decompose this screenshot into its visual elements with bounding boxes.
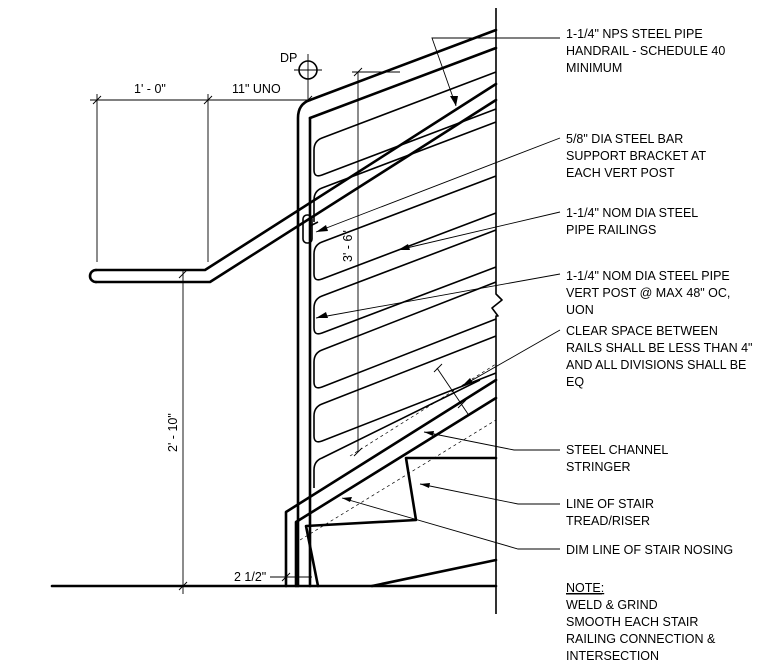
svg-text:INTERSECTION: INTERSECTION (566, 649, 659, 663)
svg-text:HANDRAIL - SCHEDULE 40: HANDRAIL - SCHEDULE 40 (566, 44, 725, 58)
svg-text:5/8" DIA STEEL BAR: 5/8" DIA STEEL BAR (566, 132, 683, 146)
svg-text:TREAD/RISER: TREAD/RISER (566, 514, 650, 528)
datum-point-symbol (294, 54, 322, 100)
svg-text:LINE OF STAIR: LINE OF STAIR (566, 497, 654, 511)
callout-handrail: 1-1/4" NPS STEEL PIPE HANDRAIL - SCHEDUL… (566, 27, 725, 75)
horizontal-dimension (90, 94, 313, 262)
svg-text:EACH VERT POST: EACH VERT POST (566, 166, 675, 180)
dim-projection: 1' - 0" (134, 82, 166, 96)
wall-break-line (491, 8, 503, 614)
intermediate-rails (313, 71, 497, 488)
svg-text:1-1/4" NOM DIA STEEL: 1-1/4" NOM DIA STEEL (566, 206, 698, 220)
dim-rail-height: 3' - 6" (341, 230, 355, 262)
svg-text:AND ALL DIVISIONS SHALL BE: AND ALL DIVISIONS SHALL BE (566, 358, 746, 372)
callout-tread-riser: LINE OF STAIR TREAD/RISER (566, 497, 654, 528)
channel-stringer (284, 378, 498, 588)
svg-text:DIM LINE OF STAIR NOSING: DIM LINE OF STAIR NOSING (566, 543, 733, 557)
svg-text:UON: UON (566, 303, 594, 317)
datum-label: DP (280, 51, 297, 65)
svg-text:VERT POST @ MAX 48" OC,: VERT POST @ MAX 48" OC, (566, 286, 730, 300)
leader-lines (315, 37, 561, 550)
svg-text:RAILING CONNECTION &: RAILING CONNECTION & (566, 632, 716, 646)
svg-text:WELD & GRIND: WELD & GRIND (566, 598, 658, 612)
clear-space-dimension (433, 363, 469, 415)
support-bracket (302, 214, 319, 244)
callout-pipe-railings: 1-1/4" NOM DIA STEEL PIPE RAILINGS (566, 206, 698, 237)
hidden-lines (299, 363, 497, 541)
rail-height-dimension (352, 67, 400, 457)
weld-note: NOTE: WELD & GRIND SMOOTH EACH STAIR RAI… (566, 581, 716, 663)
svg-text:1-1/4" NPS STEEL PIPE: 1-1/4" NPS STEEL PIPE (566, 27, 703, 41)
callout-stair-nosing: DIM LINE OF STAIR NOSING (566, 543, 733, 557)
callout-support-bracket: 5/8" DIA STEEL BAR SUPPORT BRACKET AT EA… (566, 132, 706, 180)
callout-vert-post: 1-1/4" NOM DIA STEEL PIPE VERT POST @ MA… (566, 269, 730, 317)
svg-text:RAILS SHALL BE LESS THAN 4": RAILS SHALL BE LESS THAN 4" (566, 341, 752, 355)
svg-text:PIPE RAILINGS: PIPE RAILINGS (566, 223, 656, 237)
note-title: NOTE: (566, 581, 604, 595)
svg-text:EQ: EQ (566, 375, 584, 389)
svg-text:STEEL CHANNEL: STEEL CHANNEL (566, 443, 668, 457)
svg-text:SUPPORT BRACKET AT: SUPPORT BRACKET AT (566, 149, 706, 163)
callout-stringer: STEEL CHANNEL STRINGER (566, 443, 668, 474)
post-offset-dimension (270, 572, 312, 582)
svg-text:STRINGER: STRINGER (566, 460, 631, 474)
dim-handrail-height: 2' - 10" (166, 413, 180, 452)
callout-clear-space: CLEAR SPACE BETWEEN RAILS SHALL BE LESS … (566, 324, 752, 389)
svg-text:CLEAR SPACE BETWEEN: CLEAR SPACE BETWEEN (566, 324, 718, 338)
svg-text:MINIMUM: MINIMUM (566, 61, 622, 75)
svg-text:1-1/4" NOM DIA STEEL PIPE: 1-1/4" NOM DIA STEEL PIPE (566, 269, 730, 283)
handrail-height-dimension (178, 269, 188, 594)
dim-offset: 11" UNO (232, 82, 281, 96)
svg-text:SMOOTH EACH STAIR: SMOOTH EACH STAIR (566, 615, 698, 629)
dim-post-offset: 2 1/2" (234, 570, 266, 584)
stair-treads (304, 456, 498, 588)
